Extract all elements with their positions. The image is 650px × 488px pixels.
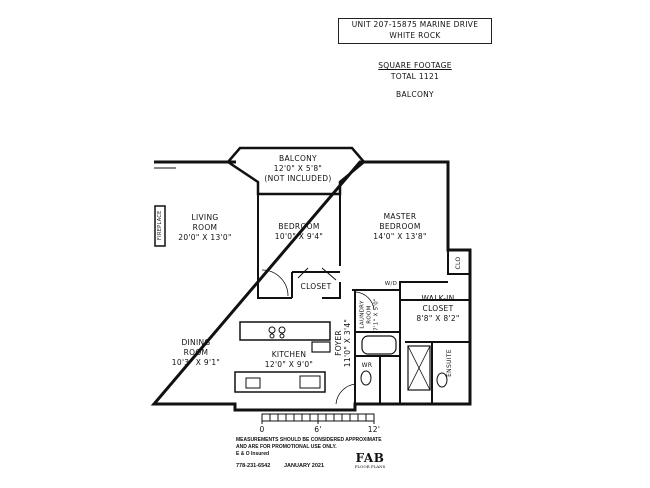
clo-wall xyxy=(447,250,470,275)
walkin-closet-label: WALK-IN CLOSET 8'8" X 8'2" xyxy=(406,294,470,324)
foyer-label: FOYER 11'0" X 3'4" xyxy=(334,318,352,368)
walkin-dims: 8'8" X 8'2" xyxy=(416,314,460,323)
master-dims: 14'0" X 13'8" xyxy=(373,232,427,241)
disclaimer-line1: MEASUREMENTS SHOULD BE CONSIDERED APPROX… xyxy=(236,437,382,443)
bedroom-wall xyxy=(257,193,341,299)
bedroom-name: BEDROOM xyxy=(278,222,320,231)
bedroom-label: BEDROOM 10'0" X 9'4" xyxy=(262,222,336,242)
entry-door-swing xyxy=(355,291,375,311)
fireplace-box xyxy=(154,205,166,247)
fab-logo: FAB FLOOR PLANS xyxy=(352,452,388,469)
closet-label: CLOSET xyxy=(300,282,332,291)
foyer-name: FOYER xyxy=(334,330,343,356)
closet-wall xyxy=(291,271,340,298)
square-footage: SQUARE FOOTAGE TOTAL 1121 xyxy=(340,60,490,82)
disclaimer-line3: E & O Insured xyxy=(236,451,270,457)
walkin-name: WALK-IN xyxy=(421,294,455,303)
kitchen-counter xyxy=(239,321,331,341)
scale-zero: 0 xyxy=(259,425,265,434)
balcony-header: BALCONY xyxy=(396,90,434,99)
kitchen-name: KITCHEN xyxy=(271,350,307,359)
title-box: UNIT 207-15875 MARINE DRIVE WHITE ROCK xyxy=(338,18,492,44)
living-name: LIVING xyxy=(191,213,219,222)
bathtub xyxy=(361,335,397,355)
dining-name: DINING xyxy=(181,338,211,347)
disclaimer-line2: AND ARE FOR PROMOTIONAL USE ONLY. xyxy=(236,444,337,450)
foyer-door-swing xyxy=(335,383,357,405)
scale-bar xyxy=(261,413,375,424)
wr-label: WR xyxy=(361,362,373,369)
balcony-name: BALCONY xyxy=(279,154,317,163)
title-address: UNIT 207-15875 MARINE DRIVE xyxy=(351,20,479,29)
living-dims: 20'0" X 13'0" xyxy=(178,233,232,242)
living-room-label: LIVING ROOM 20'0" X 13'0" xyxy=(170,213,240,243)
kitchen-dims: 12'0" X 9'0" xyxy=(264,360,314,369)
logo-sub: FLOOR PLANS xyxy=(354,464,386,469)
bedroom-door-swing xyxy=(261,269,289,297)
laundry-label: LAUNDRY ROOM 7'1" X 5'0" xyxy=(360,291,381,339)
balcony-note: (NOT INCLUDED) xyxy=(264,174,332,183)
closet-door-swing xyxy=(297,267,337,281)
foyer-dims: 11'0" X 3'4" xyxy=(343,318,352,368)
master-name2: BEDROOM xyxy=(379,222,421,231)
bedroom-dims: 10'0" X 9'4" xyxy=(274,232,324,241)
title-city: WHITE ROCK xyxy=(389,31,441,40)
laundry-dims: 7'1" X 5'0" xyxy=(373,298,380,331)
square-footage-label: SQUARE FOOTAGE xyxy=(378,61,452,70)
square-footage-total: TOTAL 1121 xyxy=(390,72,440,81)
dining-dims: 10'3" X 9'1" xyxy=(171,358,221,367)
scale-six: 6' xyxy=(314,425,322,434)
balcony-outline xyxy=(226,146,366,196)
balcony-label: BALCONY 12'0" X 5'8" (NOT INCLUDED) xyxy=(250,154,346,184)
laundry-name: LAUNDRY xyxy=(359,300,366,329)
living-name2: ROOM xyxy=(192,223,218,232)
laundry-name2: ROOM xyxy=(366,305,373,324)
balcony-dims: 12'0" X 5'8" xyxy=(273,164,323,173)
fireplace-label: FIREPLACE xyxy=(157,210,163,240)
laundry-wall xyxy=(354,290,400,404)
shower xyxy=(407,345,431,391)
master-bedroom-label: MASTER BEDROOM 14'0" X 13'8" xyxy=(360,212,440,242)
scale-twelve: 12' xyxy=(367,425,381,434)
phone: 778-231-6542 xyxy=(236,463,271,469)
ensuite-label: ENSUITE xyxy=(446,349,453,377)
wd-label: W/D xyxy=(384,281,398,287)
master-name: MASTER xyxy=(383,212,417,221)
kitchen-island xyxy=(311,341,331,353)
walkin-name2: CLOSET xyxy=(422,304,454,313)
date: JANUARY 2021 xyxy=(284,463,325,469)
logo-mark: FAB xyxy=(355,451,385,465)
walkin-wall xyxy=(399,300,470,404)
dining-room-label: DINING ROOM 10'3" X 9'1" xyxy=(166,338,226,368)
kitchen-label: KITCHEN 12'0" X 9'0" xyxy=(254,350,324,370)
clo-label: CLO xyxy=(455,256,462,270)
kitchen-counter-bottom xyxy=(234,371,326,393)
dining-name2: ROOM xyxy=(183,348,209,357)
